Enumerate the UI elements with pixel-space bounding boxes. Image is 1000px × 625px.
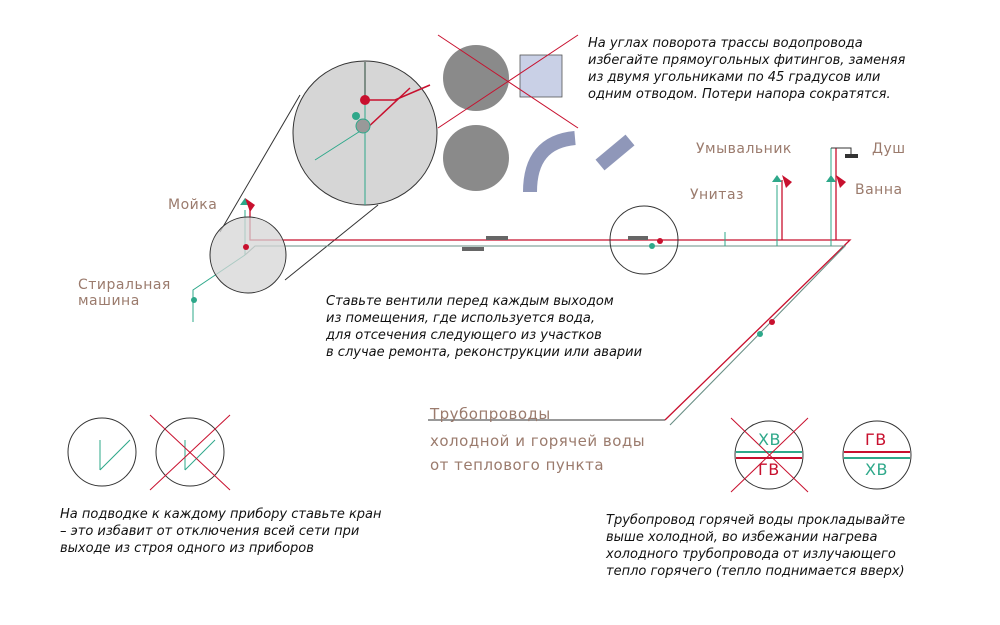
label-washing-machine: Стиральная машина	[78, 277, 171, 309]
note-line: – это избавит от отключения всей сети пр…	[60, 524, 360, 539]
note-line: Ставьте вентили перед каждым выходом	[326, 294, 614, 309]
legend-wrong-top: ХВ	[758, 430, 781, 449]
note-line: из двумя угольниками по 45 градусов или	[588, 70, 881, 85]
fittings-wrong	[437, 34, 579, 129]
supply-label-line3: от теплового пункта	[430, 456, 605, 474]
note-line: выше холодной, во избежании нагрева	[606, 530, 878, 545]
fittings-right	[443, 125, 635, 193]
note-line: одним отводом. Потери напора сократятся.	[588, 87, 891, 102]
pipe-order-legend	[730, 417, 912, 493]
note-line: из помещения, где используется вода,	[326, 311, 595, 326]
label-washing-machine-line1: Стиральная	[78, 277, 171, 293]
note-fittings: На углах поворота трассы водопровода изб…	[588, 35, 905, 103]
note-valves: Ставьте вентили перед каждым выходом из …	[326, 293, 642, 361]
label-bath: Ванна	[855, 182, 903, 198]
label-washbasin: Умывальник	[696, 141, 792, 157]
note-line: в случае ремонта, реконструкции или авар…	[326, 345, 643, 360]
note-tap: На подводке к каждому прибору ставьте кр…	[60, 506, 382, 557]
label-sink: Мойка	[168, 197, 218, 213]
note-line: холодного трубопровода от излучающего	[606, 547, 896, 562]
note-line: На подводке к каждому прибору ставьте кр…	[60, 507, 382, 522]
zoom-lens	[219, 60, 438, 281]
label-toilet: Унитаз	[690, 187, 744, 203]
legend-wrong-bottom: ГВ	[758, 460, 780, 479]
note-line: На углах поворота трассы водопровода	[588, 36, 863, 51]
legend-right-top: ГВ	[865, 430, 887, 449]
note-line: Трубопровод горячей воды прокладывайте	[606, 513, 906, 528]
supply-label-line1: Трубопроводы	[430, 405, 551, 423]
note-line: для отсечения следующего из участков	[326, 328, 602, 343]
note-line: тепло горячего (тепло поднимается вверх)	[606, 564, 905, 579]
tap-examples	[67, 414, 231, 491]
label-washing-machine-line2: машина	[78, 293, 140, 309]
legend-right-bottom: ХВ	[865, 460, 888, 479]
note-line: выходе из строя одного из приборов	[60, 541, 314, 556]
note-line: избегайте прямоугольных фитингов, заменя…	[588, 53, 906, 68]
supply-label-line2: холодной и горячей воды	[430, 432, 646, 450]
note-hot-pipe: Трубопровод горячей воды прокладывайте в…	[606, 512, 905, 580]
label-shower: Душ	[872, 141, 906, 157]
main-pipes	[191, 147, 858, 426]
